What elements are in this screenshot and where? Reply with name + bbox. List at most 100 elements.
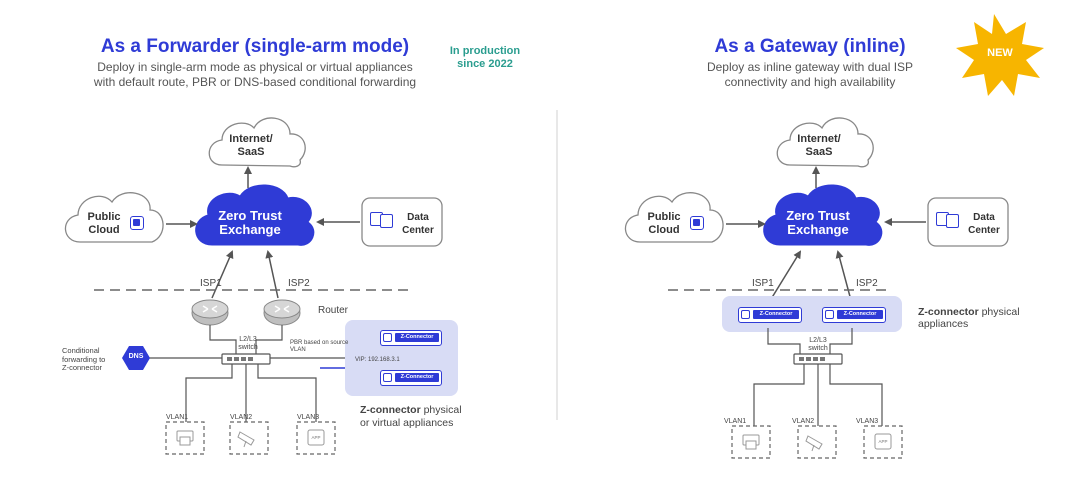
- internet-label-line1: Internet/: [797, 133, 841, 145]
- data-center-icon: [936, 210, 960, 230]
- production-badge-line1: In production: [449, 45, 521, 57]
- zte-label-line2: Exchange: [787, 222, 849, 237]
- vlan3-label-left: VLAN3: [297, 414, 320, 421]
- appliance-caption-rest: physical: [420, 404, 462, 416]
- zconnector-label: Z-Connector: [753, 310, 799, 319]
- data-center-line2: Center: [968, 225, 1000, 236]
- switch-label-left: L2/L3 switch: [236, 336, 260, 352]
- printer-icon: [742, 434, 760, 450]
- cloud-app-icon: [130, 216, 144, 230]
- zconnector-left-2: Z-Connector: [380, 370, 442, 386]
- app-label-right: APP: [878, 439, 888, 444]
- vip-label: VIP: 192.168.3.1: [355, 357, 400, 363]
- public-cloud-line1: Public: [647, 211, 681, 223]
- camera-icon: [805, 435, 823, 452]
- internet-cloud-right: [776, 117, 874, 168]
- gateway-subtitle-line2: connectivity and high availability: [724, 75, 896, 89]
- public-cloud-line2: Cloud: [88, 224, 120, 236]
- zte-label-right: Zero Trust Exchange: [768, 209, 868, 237]
- appliance-caption-line2: or virtual appliances: [360, 417, 454, 429]
- cloud-app-icon: [690, 216, 704, 230]
- zconnector-label: Z-Connector: [395, 373, 439, 382]
- pbr-label: PBR based on source VLAN: [290, 340, 348, 354]
- zconnector-label: Z-Connector: [395, 333, 439, 342]
- data-center-label-left: Data Center: [398, 211, 438, 237]
- switch-line2: switch: [238, 344, 258, 351]
- zte-label-line1: Zero Trust: [786, 208, 850, 223]
- conditional-forwarding-label: Conditional forwarding to Z-connector: [62, 346, 106, 373]
- isp1-label-left: ISP1: [200, 278, 222, 289]
- zte-cloud-right: [763, 184, 883, 246]
- data-center-icon: [370, 210, 394, 230]
- appliance-caption-bold: Z-connector: [918, 306, 979, 318]
- app-icon: [874, 433, 892, 450]
- zte-label-line2: Exchange: [219, 222, 281, 237]
- internet-label-line2: SaaS: [237, 146, 265, 158]
- internet-cloud-left: [208, 117, 306, 168]
- forwarder-title: As a Forwarder (single-arm mode): [100, 36, 410, 57]
- isp1-label-right: ISP1: [752, 278, 774, 289]
- router-2: [263, 299, 301, 326]
- vlan2-label-right: VLAN2: [792, 418, 815, 425]
- router-label: Router: [318, 305, 349, 316]
- pbr-line2: VLAN: [290, 347, 306, 353]
- appliance-caption-bold: Z-connector: [360, 404, 421, 416]
- vlan1-label-right: VLAN1: [724, 418, 747, 425]
- data-center-box-left: [361, 197, 443, 247]
- data-center-line2: Center: [402, 225, 434, 236]
- zconnector-left-1: Z-Connector: [380, 330, 442, 346]
- public-cloud-line2: Cloud: [648, 224, 680, 236]
- switch-line2: switch: [808, 345, 828, 352]
- zconnector-icon: [825, 310, 834, 319]
- zconnector-icon: [383, 373, 392, 382]
- isp2-label-left: ISP2: [288, 278, 310, 289]
- zte-label-left: Zero Trust Exchange: [200, 209, 300, 237]
- appliance-caption-left: Z-connector physical or virtual applianc…: [360, 404, 462, 430]
- gateway-subtitle: Deploy as inline gateway with dual ISP c…: [660, 60, 960, 90]
- new-starburst: [956, 14, 1044, 96]
- zconnector-right-2: Z-Connector: [822, 307, 886, 323]
- pbr-line1: PBR based on source: [290, 340, 349, 346]
- printer-icon: [176, 430, 194, 446]
- internet-label-right: Internet/ SaaS: [790, 133, 848, 159]
- data-center-label-right: Data Center: [964, 211, 1004, 237]
- appliance-caption-right: Z-connector physical appliances: [918, 306, 1020, 330]
- forwarder-subtitle: Deploy in single-arm mode as physical or…: [60, 60, 450, 90]
- data-center-line1: Data: [407, 212, 429, 223]
- app-label-left: APP: [311, 435, 321, 440]
- app-icon: [307, 429, 325, 446]
- router-1: [191, 299, 229, 326]
- gateway-subtitle-line1: Deploy as inline gateway with dual ISP: [706, 60, 914, 74]
- new-badge: NEW: [987, 47, 1013, 59]
- zte-cloud-left: [195, 184, 315, 246]
- internet-label-line1: Internet/: [229, 133, 273, 145]
- cond-line2: forwarding to: [62, 354, 106, 364]
- appliance-caption-line2: appliances: [918, 318, 969, 330]
- cond-line1: Conditional: [62, 346, 100, 355]
- zconnector-icon: [741, 310, 750, 319]
- data-center-box-right: [927, 197, 1009, 247]
- data-center-line1: Data: [973, 212, 995, 223]
- public-cloud-label-left: Public Cloud: [84, 211, 124, 237]
- switch-line1: L2/L3: [809, 337, 827, 344]
- switch-label-right: L2/L3 switch: [806, 337, 830, 353]
- zte-label-line1: Zero Trust: [218, 208, 282, 223]
- forwarder-subtitle-line2: with default route, PBR or DNS-based con…: [93, 75, 417, 89]
- cond-line3: Z-connector: [62, 363, 103, 372]
- internet-label-left: Internet/ SaaS: [222, 133, 280, 159]
- forwarder-subtitle-line1: Deploy in single-arm mode as physical or…: [97, 60, 413, 74]
- zconnector-icon: [383, 333, 392, 342]
- dns-label: DNS: [128, 353, 144, 360]
- vlan1-label-left: VLAN1: [166, 414, 189, 421]
- production-badge-line2: since 2022: [457, 58, 513, 70]
- appliance-caption-rest: physical: [978, 306, 1020, 318]
- switch-line1: L2/L3: [239, 336, 257, 343]
- vlan3-label-right: VLAN3: [856, 418, 879, 425]
- appliance-group-right: [722, 296, 902, 332]
- gateway-title: As a Gateway (inline): [714, 36, 906, 57]
- zconnector-label: Z-Connector: [837, 310, 883, 319]
- public-cloud-label-right: Public Cloud: [644, 211, 684, 237]
- isp2-label-right: ISP2: [856, 278, 878, 289]
- zconnector-right-1: Z-Connector: [738, 307, 802, 323]
- production-badge: In production since 2022: [430, 45, 540, 71]
